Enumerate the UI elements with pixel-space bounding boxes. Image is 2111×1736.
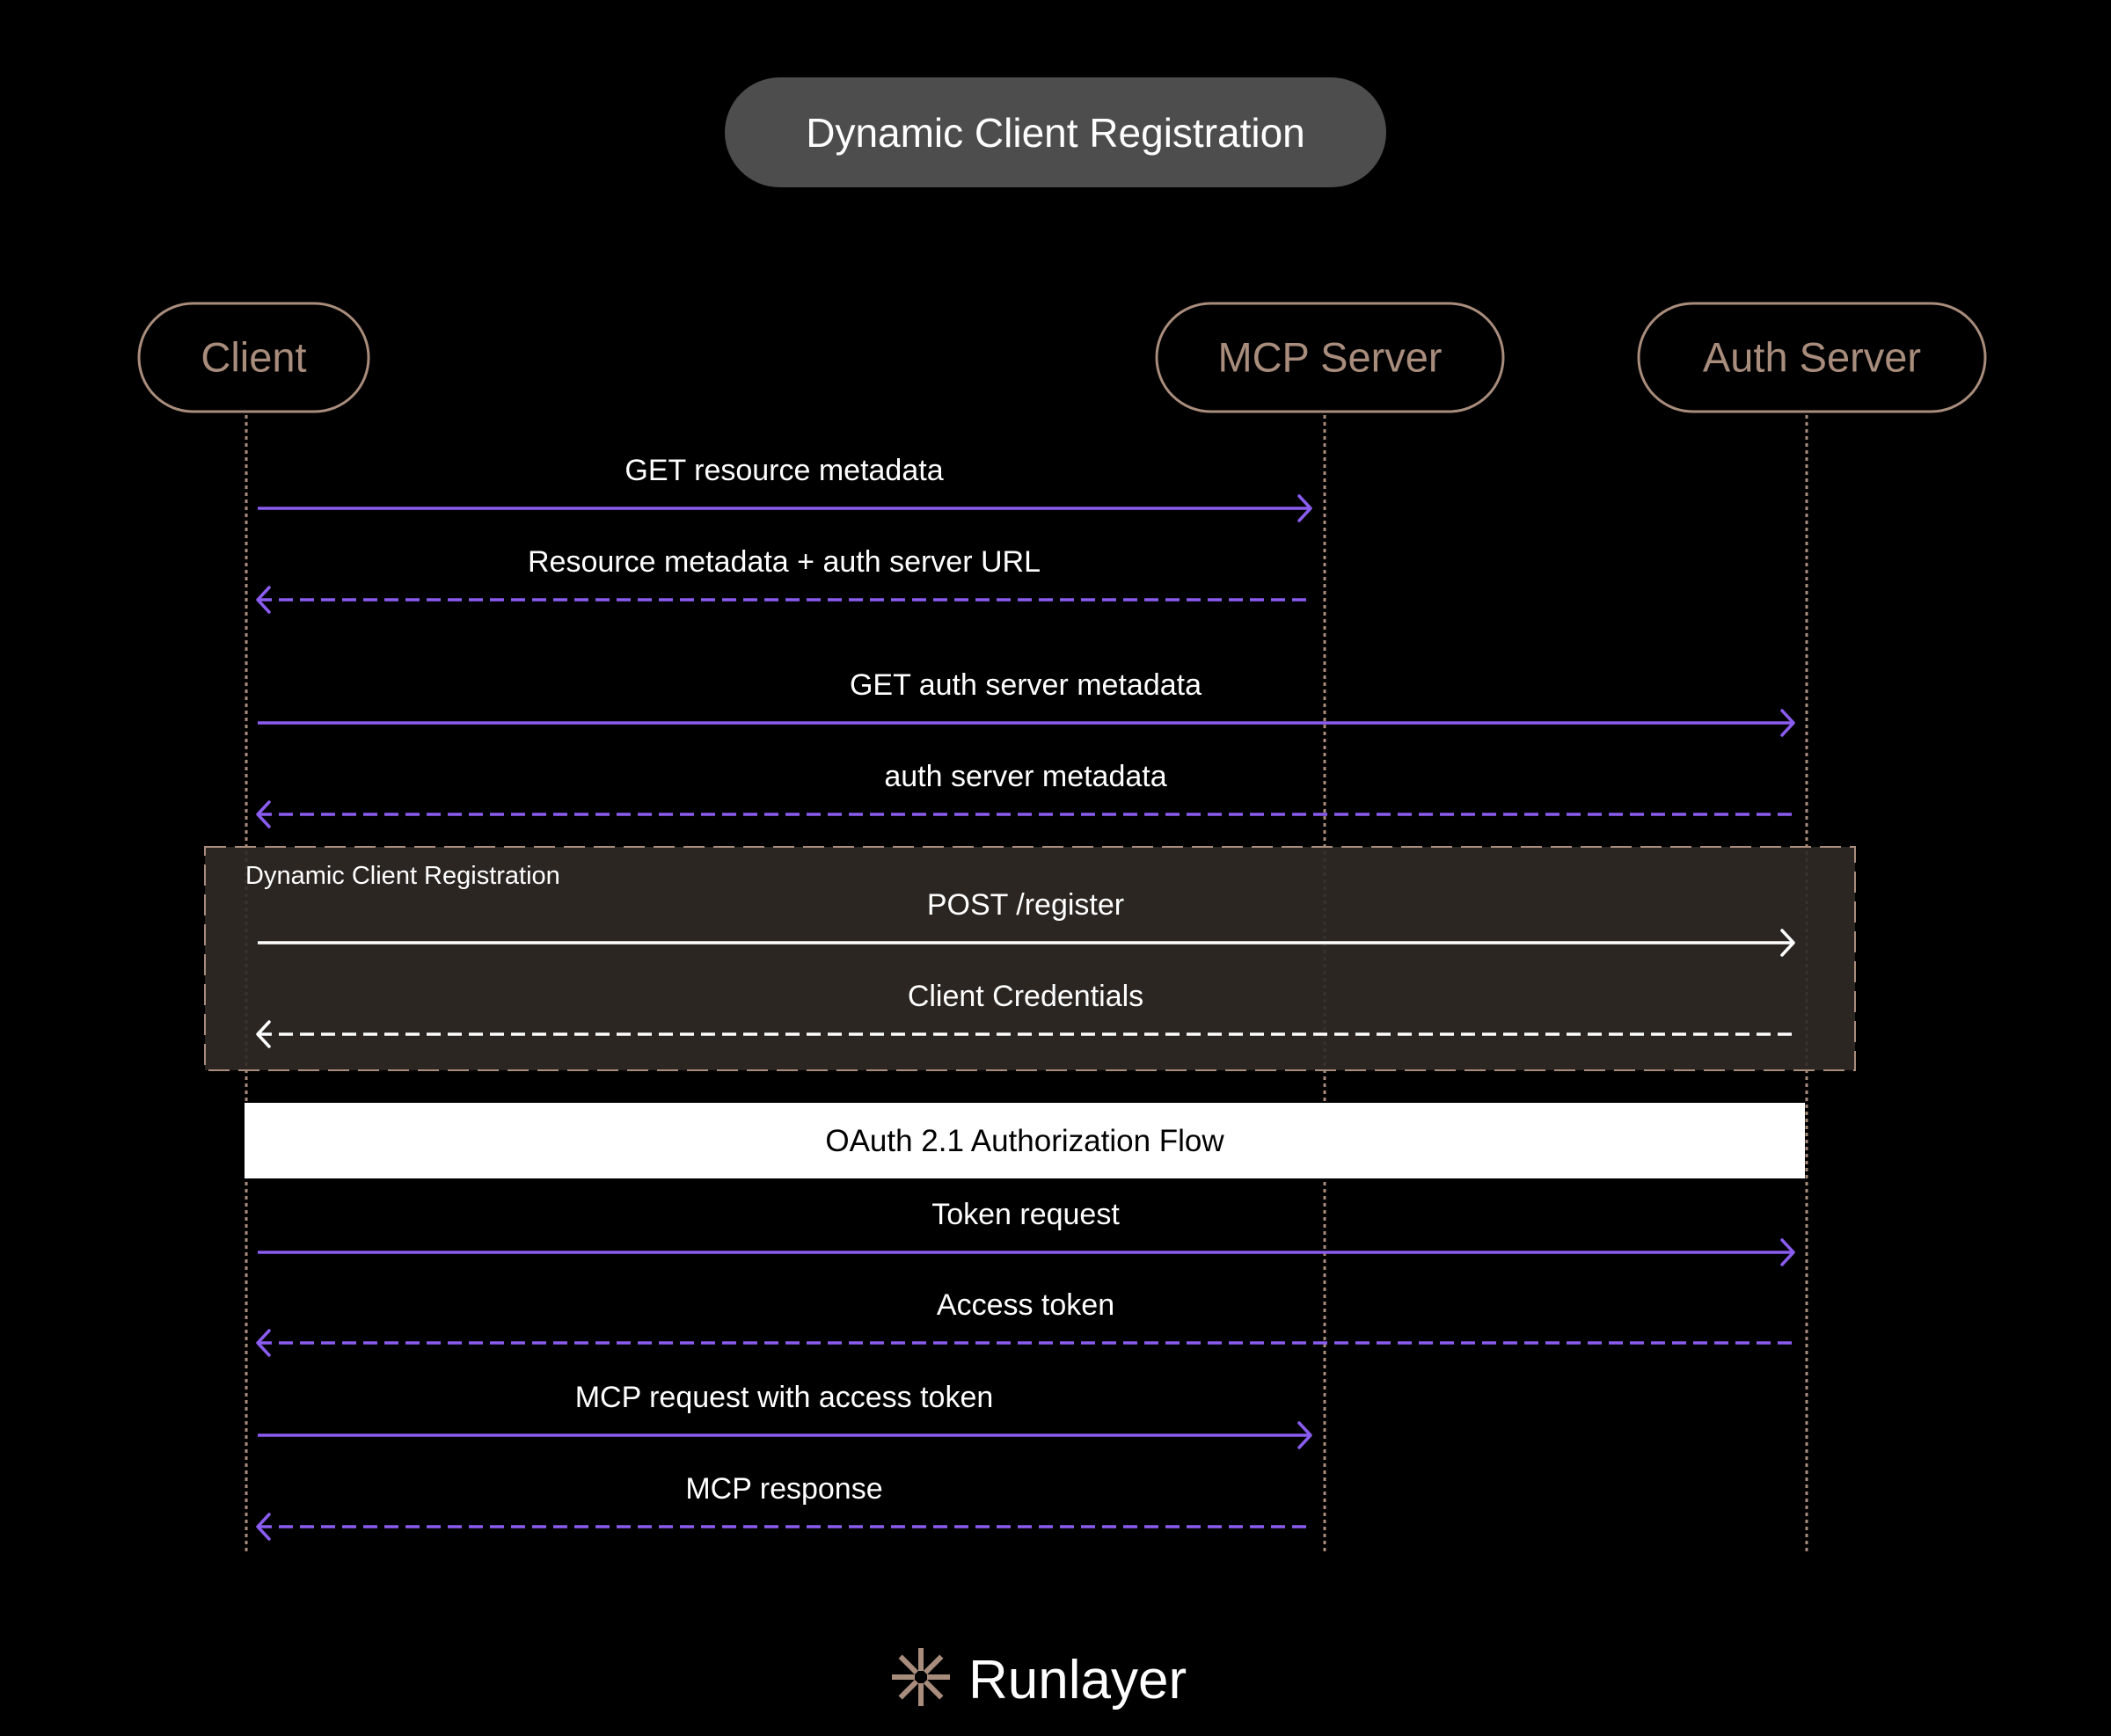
- message-label: Resource metadata + auth server URL: [528, 545, 1041, 579]
- message-label: MCP response: [685, 1472, 882, 1506]
- actor-box: [1637, 302, 1987, 413]
- actor-label: Client: [201, 334, 306, 381]
- logo-spoke: [898, 1654, 919, 1675]
- actor-client: Client: [137, 302, 370, 413]
- message-8: Access token: [256, 1288, 1793, 1357]
- title-pill: Dynamic Client Registration: [725, 77, 1386, 187]
- message-label: GET resource metadata: [625, 454, 943, 487]
- arrowhead-left-icon: [256, 800, 271, 828]
- oauth-flow-bar-bg: [245, 1103, 1805, 1178]
- arrowhead-right-icon: [1780, 1238, 1795, 1266]
- message-4: auth server metadata: [256, 760, 1793, 828]
- message-label: MCP request with access token: [575, 1381, 994, 1414]
- actor-label: Auth Server: [1703, 334, 1921, 381]
- actors: Client MCP Server Auth Server: [137, 302, 1987, 413]
- message-9: MCP request with access token: [258, 1381, 1312, 1449]
- dcr-group-label: Dynamic Client Registration: [245, 862, 560, 890]
- actor-auth: Auth Server: [1637, 302, 1987, 413]
- oauth-flow-bar: OAuth 2.1 Authorization Flow: [245, 1103, 1805, 1178]
- logo-spoke: [923, 1654, 944, 1675]
- message-label: Access token: [937, 1288, 1114, 1322]
- message-7: Token request: [258, 1198, 1795, 1266]
- message-label: auth server metadata: [884, 760, 1166, 793]
- actor-box: [137, 302, 370, 413]
- message-3: GET auth server metadata: [258, 668, 1795, 737]
- actor-box: [1155, 302, 1505, 413]
- oauth-flow-bar-label: OAuth 2.1 Authorization Flow: [825, 1124, 1224, 1158]
- message-1: GET resource metadata: [258, 454, 1312, 522]
- arrowhead-right-icon: [1780, 929, 1795, 957]
- arrowhead-right-icon: [1780, 709, 1795, 737]
- message-label: Token request: [931, 1198, 1120, 1231]
- message-10: MCP response: [256, 1472, 1311, 1541]
- dcr-group: Dynamic Client Registration: [204, 846, 1856, 1071]
- starburst-logo-icon: [892, 1648, 950, 1706]
- title-pill-bg: [725, 77, 1386, 187]
- brand: Runlayer: [892, 1648, 1187, 1710]
- arrowhead-right-icon: [1297, 494, 1312, 522]
- arrowhead-left-icon: [256, 1329, 271, 1357]
- arrowhead-left-icon: [256, 1020, 271, 1048]
- arrowhead-left-icon: [256, 586, 271, 614]
- actor-label: MCP Server: [1217, 334, 1442, 381]
- actor-mcp: MCP Server: [1155, 302, 1505, 413]
- arrowhead-right-icon: [1297, 1421, 1312, 1449]
- message-label: Client Credentials: [908, 980, 1143, 1013]
- message-2: Resource metadata + auth server URL: [256, 545, 1311, 614]
- logo-spoke: [923, 1679, 944, 1700]
- arrowhead-left-icon: [256, 1513, 271, 1541]
- message-label: POST /register: [927, 888, 1124, 922]
- message-5: POST /register: [258, 888, 1795, 957]
- message-6: Client Credentials: [256, 980, 1793, 1048]
- message-label: GET auth server metadata: [850, 668, 1202, 702]
- brand-name: Runlayer: [968, 1650, 1187, 1710]
- diagram-title: Dynamic Client Registration: [806, 110, 1305, 156]
- logo-spoke: [898, 1679, 919, 1700]
